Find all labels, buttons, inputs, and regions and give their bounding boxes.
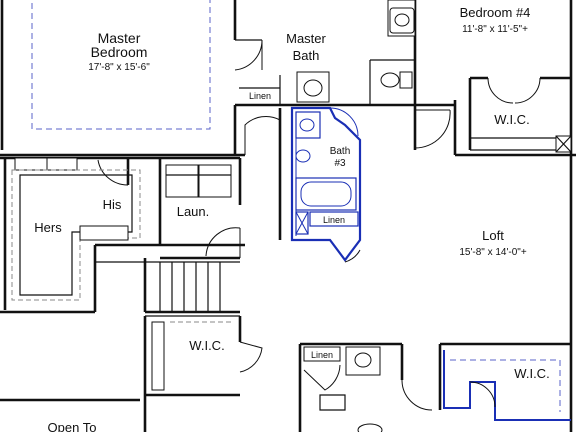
laundry: Laun. (160, 156, 242, 260)
bath-3-toilet-icon (295, 149, 311, 163)
bedroom-4: Bedroom #4 11'-8" x 11'-5"+ W.I.C. (414, 0, 576, 157)
linen-bath-3-label: Linen (323, 215, 345, 225)
laundry-label: Laun. (177, 204, 210, 219)
wic-bedroom-4-doors[interactable] (487, 77, 541, 104)
his-closet-door[interactable] (97, 159, 129, 186)
wic-bottom-right-door[interactable] (469, 381, 496, 408)
master-bath-door[interactable] (234, 39, 263, 71)
wic-center-label: W.I.C. (189, 338, 224, 353)
wic-bedroom-4-label: W.I.C. (494, 112, 529, 127)
bedroom-4-label: Bedroom #4 (460, 5, 531, 20)
his-label: His (103, 197, 122, 212)
hers-label: Hers (34, 220, 62, 235)
washer-icon (165, 164, 199, 198)
bathtub-icon (295, 177, 357, 211)
wic-center: W.I.C. (0, 316, 263, 432)
master-bedroom: Master Bedroom 17'-8" x 15'-6" (0, 0, 245, 157)
bath-3-label-line2: #3 (334, 158, 346, 169)
linen-bottom-label: Linen (311, 350, 333, 360)
hall-door-arc[interactable] (244, 116, 281, 155)
loft: Loft 15'-8" x 14'-0"+ (344, 155, 573, 432)
wic-center-door[interactable] (239, 341, 263, 373)
bath-3-sink-icon (295, 111, 321, 139)
bottom-bath-door[interactable] (303, 364, 341, 391)
bedroom-4-door[interactable] (414, 109, 451, 149)
bottom-bath: Linen (298, 342, 433, 432)
toilet-tank-icon (399, 71, 413, 89)
open-to-area: Open To (48, 420, 97, 432)
wic-bottom-right-label: W.I.C. (514, 366, 549, 381)
stairs (95, 258, 240, 317)
loft-dimensions: 15'-8" x 14'-0"+ (459, 247, 527, 258)
master-bath-label-line2: Bath (293, 48, 320, 63)
laundry-door[interactable] (205, 227, 241, 258)
master-bath: Linen Master Bath (233, 0, 417, 155)
open-to-label: Open To (48, 420, 97, 432)
wic-bottom-right: W.I.C. (438, 342, 571, 421)
linen-master-label: Linen (249, 91, 271, 101)
master-bedroom-label-line2: Bedroom (91, 44, 148, 60)
master-bath-label-line1: Master (286, 31, 326, 46)
closets-his-hers: Hers His (0, 156, 245, 314)
bath-3: Linen Bath #3 (244, 106, 362, 262)
tray-ceiling-outline (31, 0, 211, 130)
bath-3-label-line1: Bath (330, 146, 351, 157)
loft-label: Loft (482, 228, 504, 243)
master-bedroom-label-line1: Master (98, 30, 141, 46)
master-bedroom-dimensions: 17'-8" x 15'-6" (88, 62, 150, 73)
bedroom-4-dimensions: 11'-8" x 11'-5"+ (462, 24, 528, 35)
toilet-icon (380, 72, 400, 88)
dryer-icon (198, 164, 232, 198)
